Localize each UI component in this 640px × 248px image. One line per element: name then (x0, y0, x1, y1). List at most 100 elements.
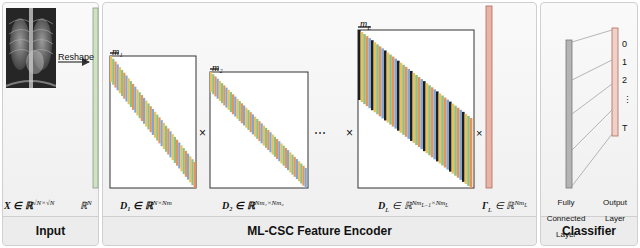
atom-strip (285, 148, 287, 168)
math-index: Nm₁×Nm₂ (255, 199, 284, 207)
atom-strip (294, 157, 296, 177)
label-group: × (476, 124, 482, 140)
atom-strip (189, 156, 191, 182)
atom-strip (247, 110, 249, 130)
figure-label: m₁ (112, 46, 123, 57)
label-group: X ∈ ℝ√N×√N (4, 196, 54, 212)
atom-strip (147, 103, 149, 129)
figure-label: D (378, 200, 385, 211)
figure-label: × (199, 126, 206, 140)
atom-strip (296, 159, 298, 179)
label-group: m₁ (112, 42, 123, 58)
atom-strip (112, 59, 114, 85)
atom-strip (452, 104, 455, 174)
label-group: m₂ (212, 58, 223, 74)
atom-strip (130, 81, 132, 107)
atom-strip (269, 132, 271, 152)
label-group: ΓL∈ ℝNmL (482, 196, 527, 212)
figure-label: ⋮ (623, 95, 632, 105)
atom-strip (158, 117, 160, 143)
label-group: Fully Connected Layer (542, 192, 590, 240)
label-group: × (346, 124, 353, 140)
figure-label: D₁ ∈ ℝ (120, 200, 153, 211)
figure-label: m₂ (212, 62, 223, 73)
label-group: × (199, 124, 206, 140)
label-group: ⋯ (314, 124, 326, 140)
matrix-frame (210, 72, 308, 188)
figure-label: ⋯ (314, 126, 326, 140)
atom-strip (423, 81, 426, 151)
atom-strip (165, 126, 167, 152)
atom-strip (298, 161, 300, 181)
atom-strip (405, 67, 408, 137)
figure-label: Output Layer (603, 198, 627, 223)
atom-strip (392, 57, 395, 127)
figure-label: X ∈ ℝ (4, 200, 33, 211)
fc-link (572, 134, 612, 186)
figure-label: ∈ ℝ (392, 200, 412, 211)
atom-strip (132, 84, 134, 110)
math-index: L (488, 206, 492, 214)
atom-strip (128, 78, 130, 104)
atom-strip (191, 159, 193, 185)
atom-strip (376, 44, 379, 114)
atom-strip (221, 83, 223, 103)
atom-strip (454, 106, 457, 176)
atom-strip (366, 36, 369, 106)
atom-strip (459, 110, 462, 180)
math-index: L−1 (421, 202, 431, 208)
atom-strip (261, 123, 263, 143)
atom-strip (194, 162, 196, 188)
atom-strip (420, 79, 423, 149)
atom-strip (431, 87, 434, 157)
label-group: 1 (622, 52, 627, 68)
atom-strip (152, 109, 154, 135)
atom-strip (387, 53, 390, 123)
matrix-frame (110, 56, 196, 188)
atom-strip (223, 85, 225, 105)
figure-label: Γ (482, 200, 488, 211)
atom-strip (426, 83, 429, 153)
atom-strip (161, 120, 163, 146)
atom-strip (219, 81, 221, 101)
atom-strip (119, 67, 121, 93)
atom-strip (363, 34, 366, 104)
atom-strip (470, 118, 473, 188)
label-group: Output Layer (594, 192, 636, 224)
atom-strip (212, 74, 214, 94)
atom-strip (428, 85, 431, 155)
label-group: D₂ ∈ ℝNm₁×Nm₂ (222, 196, 284, 212)
atom-strip (117, 64, 119, 90)
label-group: T (622, 118, 628, 134)
ribs (9, 19, 53, 54)
atom-strip (384, 50, 387, 120)
atom-strip (444, 98, 447, 168)
atom-strip (250, 112, 252, 132)
atom-strip (407, 69, 410, 139)
atom-strip (110, 56, 112, 82)
atom-strip (176, 140, 178, 166)
atom-strip (457, 108, 460, 178)
label-group: 2 (622, 70, 627, 86)
math-index: Nm (514, 199, 524, 207)
atom-strip (358, 30, 361, 100)
atom-strip (154, 112, 156, 138)
atom-strip (410, 71, 413, 141)
atom-strip (274, 137, 276, 157)
atom-strip (368, 38, 371, 108)
atom-strip (245, 108, 247, 128)
atom-strip (230, 92, 232, 112)
section-title-band: ML-CSC Feature Encoder (103, 216, 536, 245)
atom-strip (276, 139, 278, 159)
atom-strip (263, 126, 265, 146)
atom-strip (185, 151, 187, 177)
atom-strip (446, 100, 449, 170)
input-vector (93, 8, 98, 188)
atom-strip (439, 93, 442, 163)
figure-label: Reshape (58, 52, 94, 62)
atom-strip (114, 62, 116, 88)
atom-strip (228, 90, 230, 110)
